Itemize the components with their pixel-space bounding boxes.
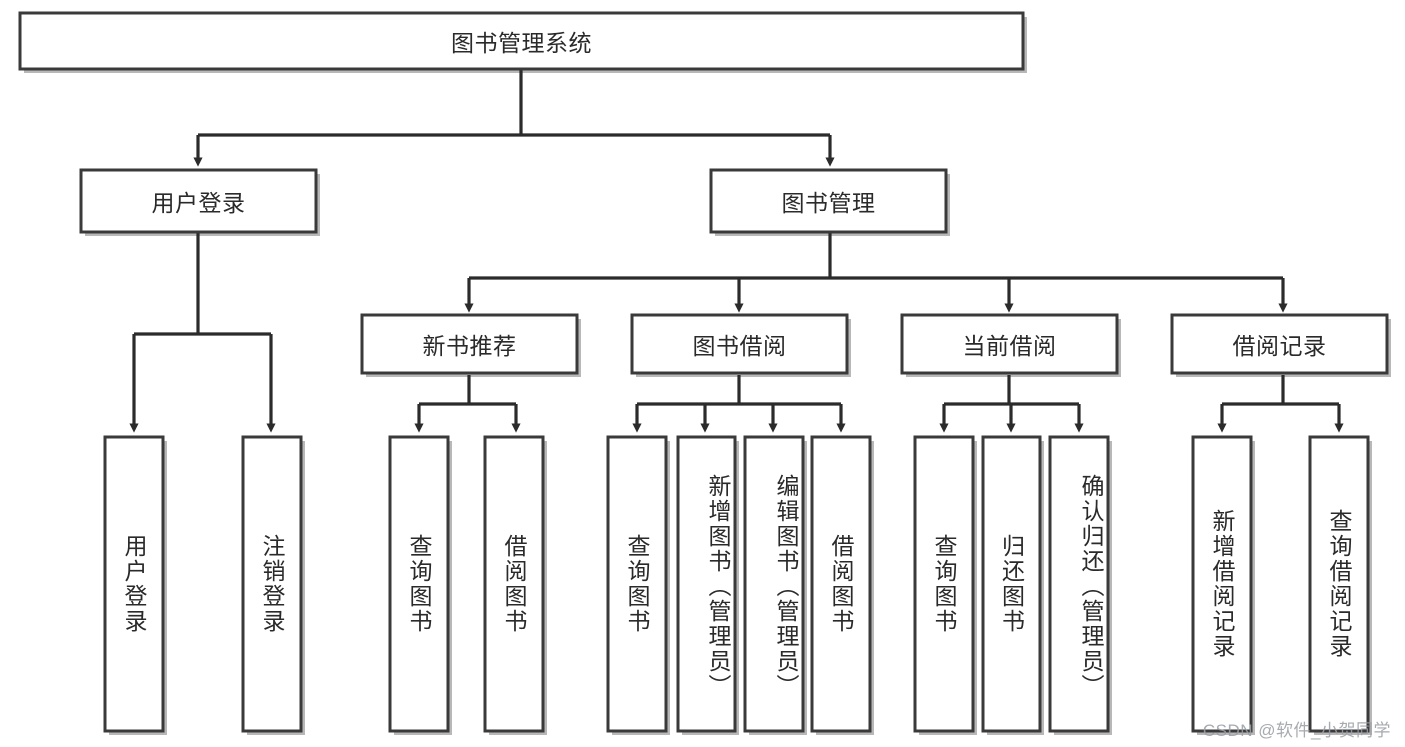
node-box-leaf-add-borrow-record[interactable] — [1191, 435, 1253, 733]
node-box-leaf-return-book[interactable] — [981, 435, 1042, 733]
node-box-leaf-query-book-borrow[interactable] — [606, 435, 668, 733]
node-box-leaf-edit-book-admin[interactable] — [743, 435, 805, 733]
node-boxes — [18, 11, 1389, 733]
node-box-leaf-borrow-book[interactable] — [810, 435, 872, 733]
node-box-leaf-user-login[interactable] — [103, 435, 165, 733]
node-box-leaf-borrow-book-rec[interactable] — [483, 435, 545, 733]
node-box-leaf-logout-login[interactable] — [241, 435, 303, 733]
connector-lines — [129, 69, 1344, 433]
node-box-book-management[interactable] — [709, 168, 948, 234]
node-box-leaf-query-book-current[interactable] — [913, 435, 975, 733]
node-box-borrow-record[interactable] — [1170, 313, 1389, 375]
node-box-leaf-confirm-return-admin[interactable] — [1048, 435, 1110, 733]
node-box-leaf-query-book-rec[interactable] — [388, 435, 450, 733]
node-box-root[interactable] — [18, 11, 1025, 71]
node-box-current-borrow[interactable] — [900, 313, 1119, 375]
node-box-book-borrow[interactable] — [630, 313, 849, 375]
node-box-leaf-add-book-admin[interactable] — [676, 435, 737, 733]
node-box-new-book-recommend[interactable] — [360, 313, 579, 375]
node-box-leaf-query-borrow-record[interactable] — [1308, 435, 1370, 733]
watermark-text: CSDN @软件_小贺同学 — [1202, 721, 1391, 740]
node-box-user-login[interactable] — [79, 168, 318, 234]
